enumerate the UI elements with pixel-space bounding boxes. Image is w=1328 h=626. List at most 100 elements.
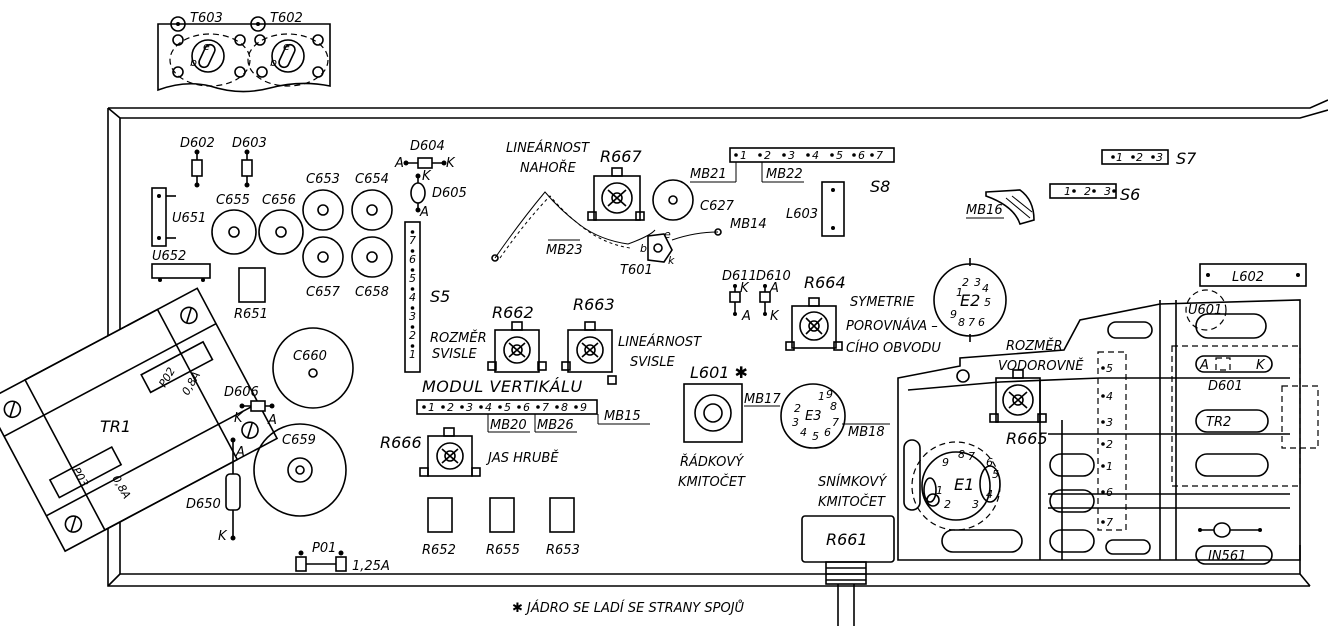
connector-s7 — [1101, 149, 1169, 165]
s5-pin-dot — [410, 287, 415, 291]
r666-label: R666 — [380, 433, 422, 452]
t603-label: T603 — [190, 11, 223, 26]
frame-frequency-line2: KMITOČET — [818, 494, 886, 510]
e2-pin: 7 — [968, 316, 975, 329]
e3-pin: 6 — [824, 426, 831, 439]
s5-pin: 7 — [409, 234, 416, 247]
e3-pin: 5 — [812, 430, 819, 443]
s7-pin: 1 — [1116, 151, 1123, 164]
mb26-label: MB26 — [537, 418, 574, 433]
d650-label: D650 — [186, 497, 221, 512]
d604-anode: A — [394, 156, 404, 171]
s8-pin: 3 — [788, 149, 795, 162]
mb15-pin-dot — [498, 405, 502, 409]
mb16-label: MB16 — [966, 203, 1003, 218]
frame-frequency-line1: SNÍMKOVÝ — [818, 474, 887, 490]
in561-label: IN561 — [1208, 549, 1246, 564]
capacitor-c659 — [253, 423, 347, 517]
line-frequency-line2: KMITOČET — [678, 474, 746, 490]
e1-pin: 3 — [972, 498, 979, 511]
s5-pin-dot — [410, 306, 415, 310]
d604-cathode: K — [446, 156, 456, 171]
u601-label: U601 — [1188, 303, 1222, 318]
t601-pin-b: b — [640, 242, 647, 255]
transistor-board-top: T603 T602 e b e b — [157, 11, 331, 93]
regulator-u651 — [151, 187, 176, 247]
s8-pin-dot — [782, 153, 786, 157]
t603-pin-b: b — [190, 56, 197, 69]
e2-pin: 3 — [974, 276, 981, 289]
d610-anode: A — [769, 281, 779, 296]
d650-anode: A — [235, 445, 245, 460]
s6-pin: 1 — [1064, 185, 1071, 198]
connector-mb15 — [416, 399, 598, 415]
size-horizontal-line2: VODOROVNĚ — [998, 358, 1084, 374]
mb14-label: MB14 — [730, 217, 767, 232]
e3-label: E3 — [805, 409, 822, 424]
trimmer-r665 — [989, 369, 1047, 423]
t602-label: T602 — [270, 11, 303, 26]
size-vertical-line1: ROZMĚR — [430, 330, 487, 346]
trimmer-r667 — [587, 167, 645, 221]
s8-pin-dot — [852, 153, 856, 157]
mb15-pin: 1 — [428, 401, 435, 414]
r663-label: R663 — [573, 295, 615, 314]
linearity-vertical-line2: SVISLE — [630, 355, 675, 370]
e2-pin: 9 — [950, 308, 957, 321]
e2-label: E2 — [960, 291, 980, 310]
u651-label: U651 — [172, 211, 206, 226]
s8-pin: 2 — [764, 149, 771, 162]
right-subboard — [897, 299, 1301, 561]
l603-label: L603 — [786, 207, 818, 222]
s5-pin-dot — [410, 268, 415, 272]
potentiometer-r661 — [801, 515, 895, 626]
mb21-label: MB21 — [690, 167, 727, 182]
r655-label: R655 — [486, 543, 520, 558]
d602-label: D602 — [180, 136, 215, 151]
e1-pin: 2 — [944, 498, 951, 511]
c658-label: C658 — [355, 285, 389, 300]
dashed-strip — [1097, 351, 1127, 531]
s6-pin-dot — [1092, 189, 1096, 193]
strip-pin: 1 — [1106, 460, 1113, 473]
mb15-pin-dot — [422, 405, 426, 409]
e2-pin: 8 — [958, 316, 965, 329]
r667-label: R667 — [600, 147, 642, 166]
d611-label: D611 — [722, 269, 757, 284]
s7-pin-dot — [1131, 155, 1135, 159]
e3-pin: 7 — [832, 416, 839, 429]
t602-pin-e: e — [283, 40, 290, 53]
brightness-label: JAS HRUBĚ — [485, 450, 559, 466]
e3-pin: 9 — [826, 388, 833, 401]
e1-label: E1 — [954, 475, 974, 494]
strip-pin: 3 — [1106, 416, 1113, 429]
t601-pin-e: e — [664, 228, 671, 241]
mb15-pin: 2 — [447, 401, 454, 414]
dashed-outline-d601 — [1171, 345, 1301, 487]
d610-cathode: K — [770, 309, 780, 324]
dashed-outline-tr2 — [1281, 385, 1319, 449]
c655-label: C655 — [216, 193, 250, 208]
d610-label: D610 — [756, 269, 791, 284]
d605-cathode: K — [422, 169, 432, 184]
regulator-u652 — [151, 263, 211, 282]
s7-label: S7 — [1176, 149, 1197, 168]
e1-pin: 1 — [936, 484, 943, 497]
diode-d650 — [225, 437, 241, 541]
main-board-outline — [107, 99, 1328, 587]
resistors-bottom-row — [427, 497, 575, 533]
connector-s6 — [1049, 183, 1117, 199]
module-title: MODUL VERTIKÁLU — [422, 377, 583, 396]
s6-pin-dot — [1072, 189, 1076, 193]
d601-cathode: K — [1256, 358, 1266, 373]
r665-label: R665 — [1006, 429, 1048, 448]
r651-label: R651 — [234, 307, 268, 322]
e2-pin: 2 — [962, 276, 969, 289]
size-vertical-line2: SVISLE — [432, 347, 477, 362]
capacitors-c653-c654-c657-c658 — [302, 189, 393, 278]
c653-label: C653 — [306, 172, 340, 187]
s8-pin-dot — [870, 153, 874, 157]
